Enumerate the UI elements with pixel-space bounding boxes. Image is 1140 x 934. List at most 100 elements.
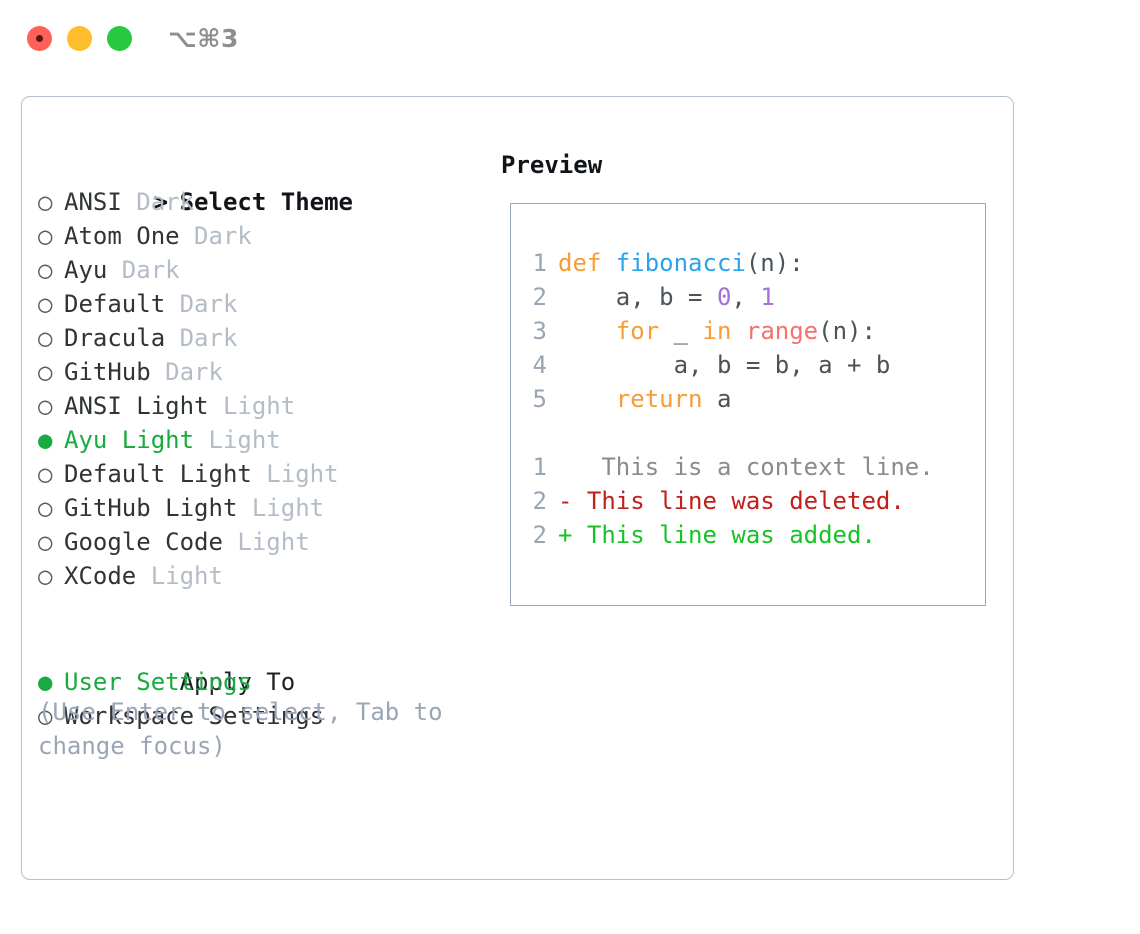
radio-unselected-icon[interactable]: ○: [38, 222, 53, 250]
minimize-window-button[interactable]: [67, 26, 92, 51]
line-number: 5: [532, 385, 547, 413]
theme-option-row[interactable]: ○ GitHub Light Light: [38, 491, 478, 525]
code-token: (n):: [818, 317, 876, 345]
line-number: 2: [532, 487, 547, 515]
theme-option-row[interactable]: ○Default Light Light: [38, 457, 478, 491]
line-number: 2: [532, 283, 547, 311]
diff-marker: [558, 453, 572, 481]
theme-option-row[interactable]: ○ GitHub Dark: [38, 355, 478, 389]
maximize-window-button[interactable]: [107, 26, 132, 51]
diff-marker: +: [558, 521, 573, 549]
code-line: 4 a, b = b, a + b: [523, 348, 975, 382]
code-token: a, b = b, a + b: [558, 351, 891, 379]
theme-option-label: GitHub Light: [64, 494, 238, 522]
code-token: [558, 385, 616, 413]
apply-to-options-list: ● User Settings ○ Workspace Settings: [38, 665, 478, 733]
keyboard-hint-text: (Use Enter to select, Tab to change focu…: [38, 698, 458, 760]
theme-variant-tag: Dark: [165, 290, 238, 318]
theme-option-row[interactable]: ○ Default Dark: [38, 287, 478, 321]
code-token: return: [615, 385, 703, 413]
section-spacer: [38, 593, 478, 631]
line-number: 3: [532, 317, 547, 345]
radio-unselected-icon[interactable]: ○: [38, 702, 53, 730]
code-line: 2 a, b = 0, 1: [523, 280, 975, 314]
code-token: [731, 317, 745, 345]
radio-unselected-icon[interactable]: ○: [38, 290, 53, 318]
radio-unselected-icon[interactable]: ○: [38, 358, 53, 386]
code-token: [558, 317, 616, 345]
code-token: range: [745, 317, 819, 345]
theme-option-label: Atom One: [64, 222, 180, 250]
radio-unselected-icon[interactable]: ○: [38, 256, 53, 284]
radio-selected-icon[interactable]: ●: [38, 668, 53, 696]
radio-unselected-icon[interactable]: ○: [38, 188, 53, 216]
theme-option-row[interactable]: ○Google Code Light: [38, 525, 478, 559]
theme-variant-tag: Dark: [165, 324, 238, 352]
theme-option-row[interactable]: ○Ayu Dark: [38, 253, 478, 287]
theme-options-list: ○ANSI Dark○Atom One Dark○Ayu Dark○Defaul…: [38, 185, 478, 593]
diff-text: This is a context line.: [572, 453, 934, 481]
code-line: 5 return a: [523, 382, 975, 416]
theme-variant-tag: Light: [136, 562, 223, 590]
theme-option-label: Default Light: [64, 460, 252, 488]
theme-option-row[interactable]: ○ ANSI Light Light: [38, 389, 478, 423]
recording-indicator-icon: [36, 35, 43, 42]
theme-option-row[interactable]: ○ XCode Light: [38, 559, 478, 593]
theme-list-header-label: Select Theme: [179, 188, 353, 216]
theme-option-label: XCode: [64, 562, 137, 590]
code-token: _: [659, 317, 703, 345]
title-bar: ⌥⌘3: [0, 0, 1140, 78]
apply-to-option-label: User Settings: [64, 668, 252, 696]
diff-line: 1 This is a context line.: [523, 450, 975, 484]
code-token: a: [702, 385, 732, 413]
theme-option-label: Default: [64, 290, 166, 318]
code-token: a, b =: [558, 283, 717, 311]
apply-to-option-row[interactable]: ○ Workspace Settings: [38, 699, 478, 733]
code-token: (n):: [745, 249, 804, 277]
apply-to-option-label: Workspace Settings: [64, 702, 325, 730]
radio-unselected-icon[interactable]: ○: [38, 494, 53, 522]
radio-unselected-icon[interactable]: ○: [38, 324, 53, 352]
radio-selected-icon[interactable]: ●: [38, 426, 53, 454]
theme-option-row[interactable]: ○Dracula Dark: [38, 321, 478, 355]
theme-option-row[interactable]: ○ Atom One Dark: [38, 219, 478, 253]
diff-text: This line was added.: [572, 521, 876, 549]
radio-unselected-icon[interactable]: ○: [38, 392, 53, 420]
radio-unselected-icon[interactable]: ○: [38, 562, 53, 590]
apply-to-header: Apply To: [38, 631, 478, 696]
code-token: for: [615, 317, 660, 345]
code-token: ,: [731, 283, 761, 311]
theme-option-label: ANSI: [64, 188, 122, 216]
theme-option-row[interactable]: ○ANSI Dark: [38, 185, 478, 219]
theme-option-row[interactable]: ●Ayu Light Light: [38, 423, 478, 457]
theme-variant-tag: Dark: [150, 358, 223, 386]
code-line: 3 for _ in range(n):: [523, 314, 975, 348]
radio-unselected-icon[interactable]: ○: [38, 460, 53, 488]
theme-variant-tag: Light: [208, 392, 296, 420]
line-number: 1: [532, 453, 547, 481]
line-number: 4: [532, 351, 547, 379]
radio-unselected-icon[interactable]: ○: [38, 528, 53, 556]
diff-text: This line was deleted.: [572, 487, 905, 515]
apply-to-option-row[interactable]: ● User Settings: [38, 665, 478, 699]
keyboard-shortcut-label: ⌥⌘3: [168, 24, 239, 53]
theme-list-column: >Select Theme ○ANSI Dark○Atom One Dark○A…: [38, 151, 478, 733]
apply-to-header-label: Apply To: [179, 668, 296, 696]
theme-variant-tag: Light: [237, 494, 325, 522]
theme-variant-tag: Dark: [179, 222, 252, 250]
theme-option-label: GitHub: [64, 358, 151, 386]
theme-variant-tag: Light: [222, 528, 310, 556]
code-token: fibonacci: [615, 249, 746, 277]
theme-list-header: > Select Theme: [38, 151, 478, 216]
code-diff-spacer: [523, 416, 975, 450]
theme-option-label: ANSI Light: [64, 392, 209, 420]
preview-heading: Preview: [501, 151, 603, 179]
theme-option-label: Ayu Light: [64, 426, 195, 454]
theme-picker-panel: >Select Theme ○ANSI Dark○Atom One Dark○A…: [21, 96, 1014, 880]
code-token: def: [558, 249, 616, 277]
line-number: 2: [532, 521, 547, 549]
caret-icon: >: [153, 188, 169, 216]
